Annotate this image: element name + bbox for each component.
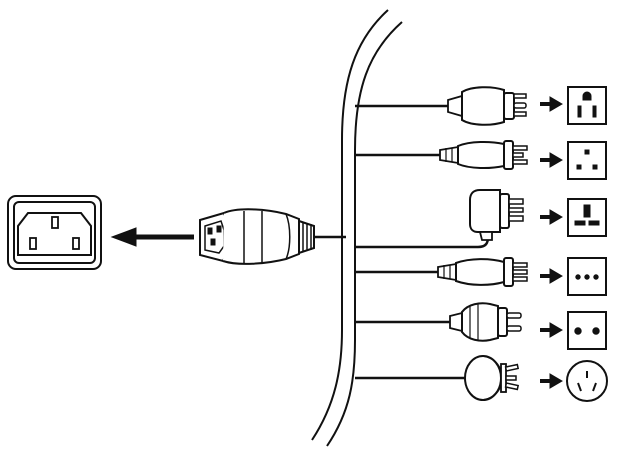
schuko-type-f-plug-icon	[449, 302, 522, 342]
italian-type-l-plug-icon	[437, 257, 528, 287]
italian-type-l-outlet-icon	[567, 257, 607, 296]
row-arrow-3	[540, 209, 563, 225]
nema-5-15-outlet-icon	[567, 86, 607, 125]
uk-type-g-plug-icon	[469, 189, 524, 241]
swiss-type-j-plug-icon	[439, 140, 528, 170]
insertion-arrow	[110, 227, 194, 247]
wall-break-lines	[311, 9, 403, 447]
row-arrow-1	[540, 96, 563, 112]
row-arrows	[540, 96, 563, 389]
nema-5-15-plug-icon	[447, 86, 527, 126]
australian-type-i-plug-icon	[464, 355, 520, 401]
row-arrow-4	[540, 268, 563, 284]
australian-type-i-outlet-icon	[566, 360, 608, 402]
row-arrow-5	[540, 322, 563, 338]
swiss-type-j-outlet-icon	[567, 141, 607, 180]
schuko-type-f-outlet-icon	[567, 311, 607, 350]
iec-c13-connector-icon	[199, 208, 315, 265]
row-arrow-2	[540, 152, 563, 168]
row-arrow-6	[540, 373, 563, 389]
iec-c14-inlet-icon	[7, 195, 102, 270]
uk-type-g-outlet-icon	[567, 198, 607, 237]
